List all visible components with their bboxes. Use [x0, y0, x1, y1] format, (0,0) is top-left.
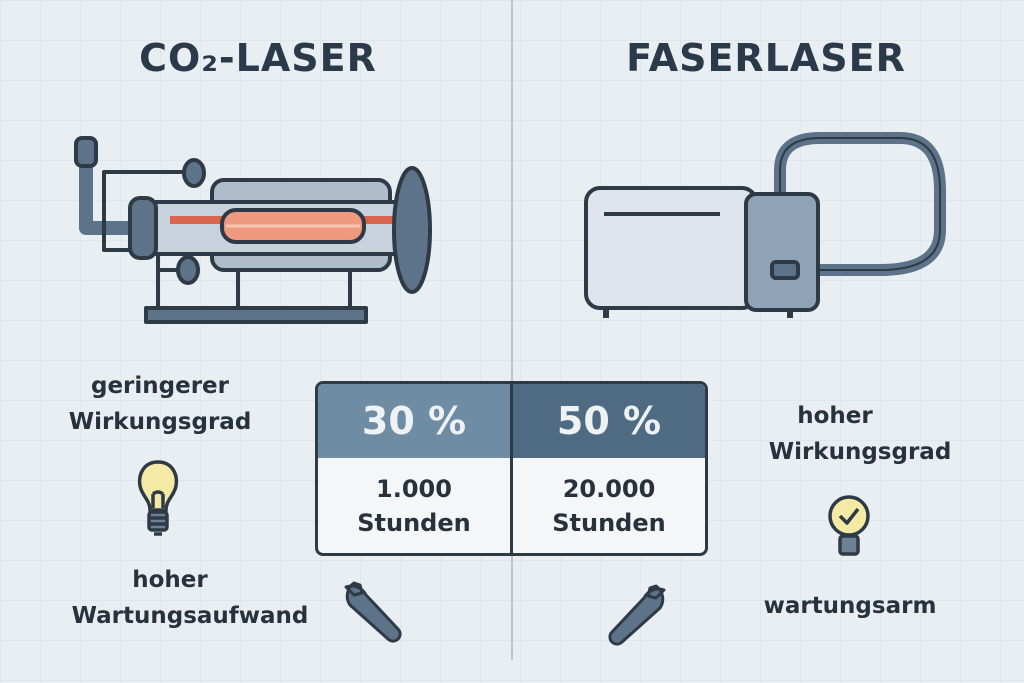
lightbulb-check-icon	[828, 495, 870, 556]
co2-lifetime-value: 1.000	[376, 474, 452, 503]
fiber-lifetime: 20.000 Stunden	[513, 458, 705, 553]
high-efficiency-label: hoher Wirkungsgrad	[740, 398, 980, 470]
co2-column: 30 % 1.000 Stunden	[318, 384, 510, 553]
fiber-column: 50 % 20.000 Stunden	[510, 384, 705, 553]
label-line: Wirkungsgrad	[768, 439, 952, 465]
fiber-lifetime-unit: Stunden	[552, 508, 666, 537]
fiber-laser-illustration	[584, 132, 946, 318]
low-efficiency-label: geringerer Wirkungsgrad	[40, 368, 280, 440]
label-line: geringerer	[90, 373, 229, 399]
low-maintenance-label: wartungsarm	[763, 593, 937, 619]
label-line: Wartungsaufwand	[71, 603, 309, 629]
comparison-table: 30 % 1.000 Stunden 50 % 20.000 Stunden	[315, 381, 708, 556]
wrench-icon	[344, 581, 402, 643]
label-line: hoher	[132, 567, 208, 593]
co2-lifetime-unit: Stunden	[357, 508, 471, 537]
co2-lifetime: 1.000 Stunden	[318, 458, 510, 553]
wrench-icon	[608, 584, 666, 646]
lightbulb-icon	[137, 460, 179, 536]
label-line: hoher	[797, 403, 873, 429]
label-line: Wirkungsgrad	[68, 409, 252, 435]
fiber-lifetime-value: 20.000	[562, 474, 656, 503]
fiber-efficiency-value: 50 %	[513, 384, 705, 458]
co2-efficiency-value: 30 %	[318, 384, 510, 458]
fiber-laser-title: FASERLASER	[626, 36, 906, 80]
co2-laser-title: CO₂-LASER	[139, 36, 377, 80]
high-maintenance-label: hoher Wartungsaufwand	[55, 562, 325, 634]
center-divider	[511, 0, 513, 660]
co2-laser-illustration	[74, 136, 432, 324]
